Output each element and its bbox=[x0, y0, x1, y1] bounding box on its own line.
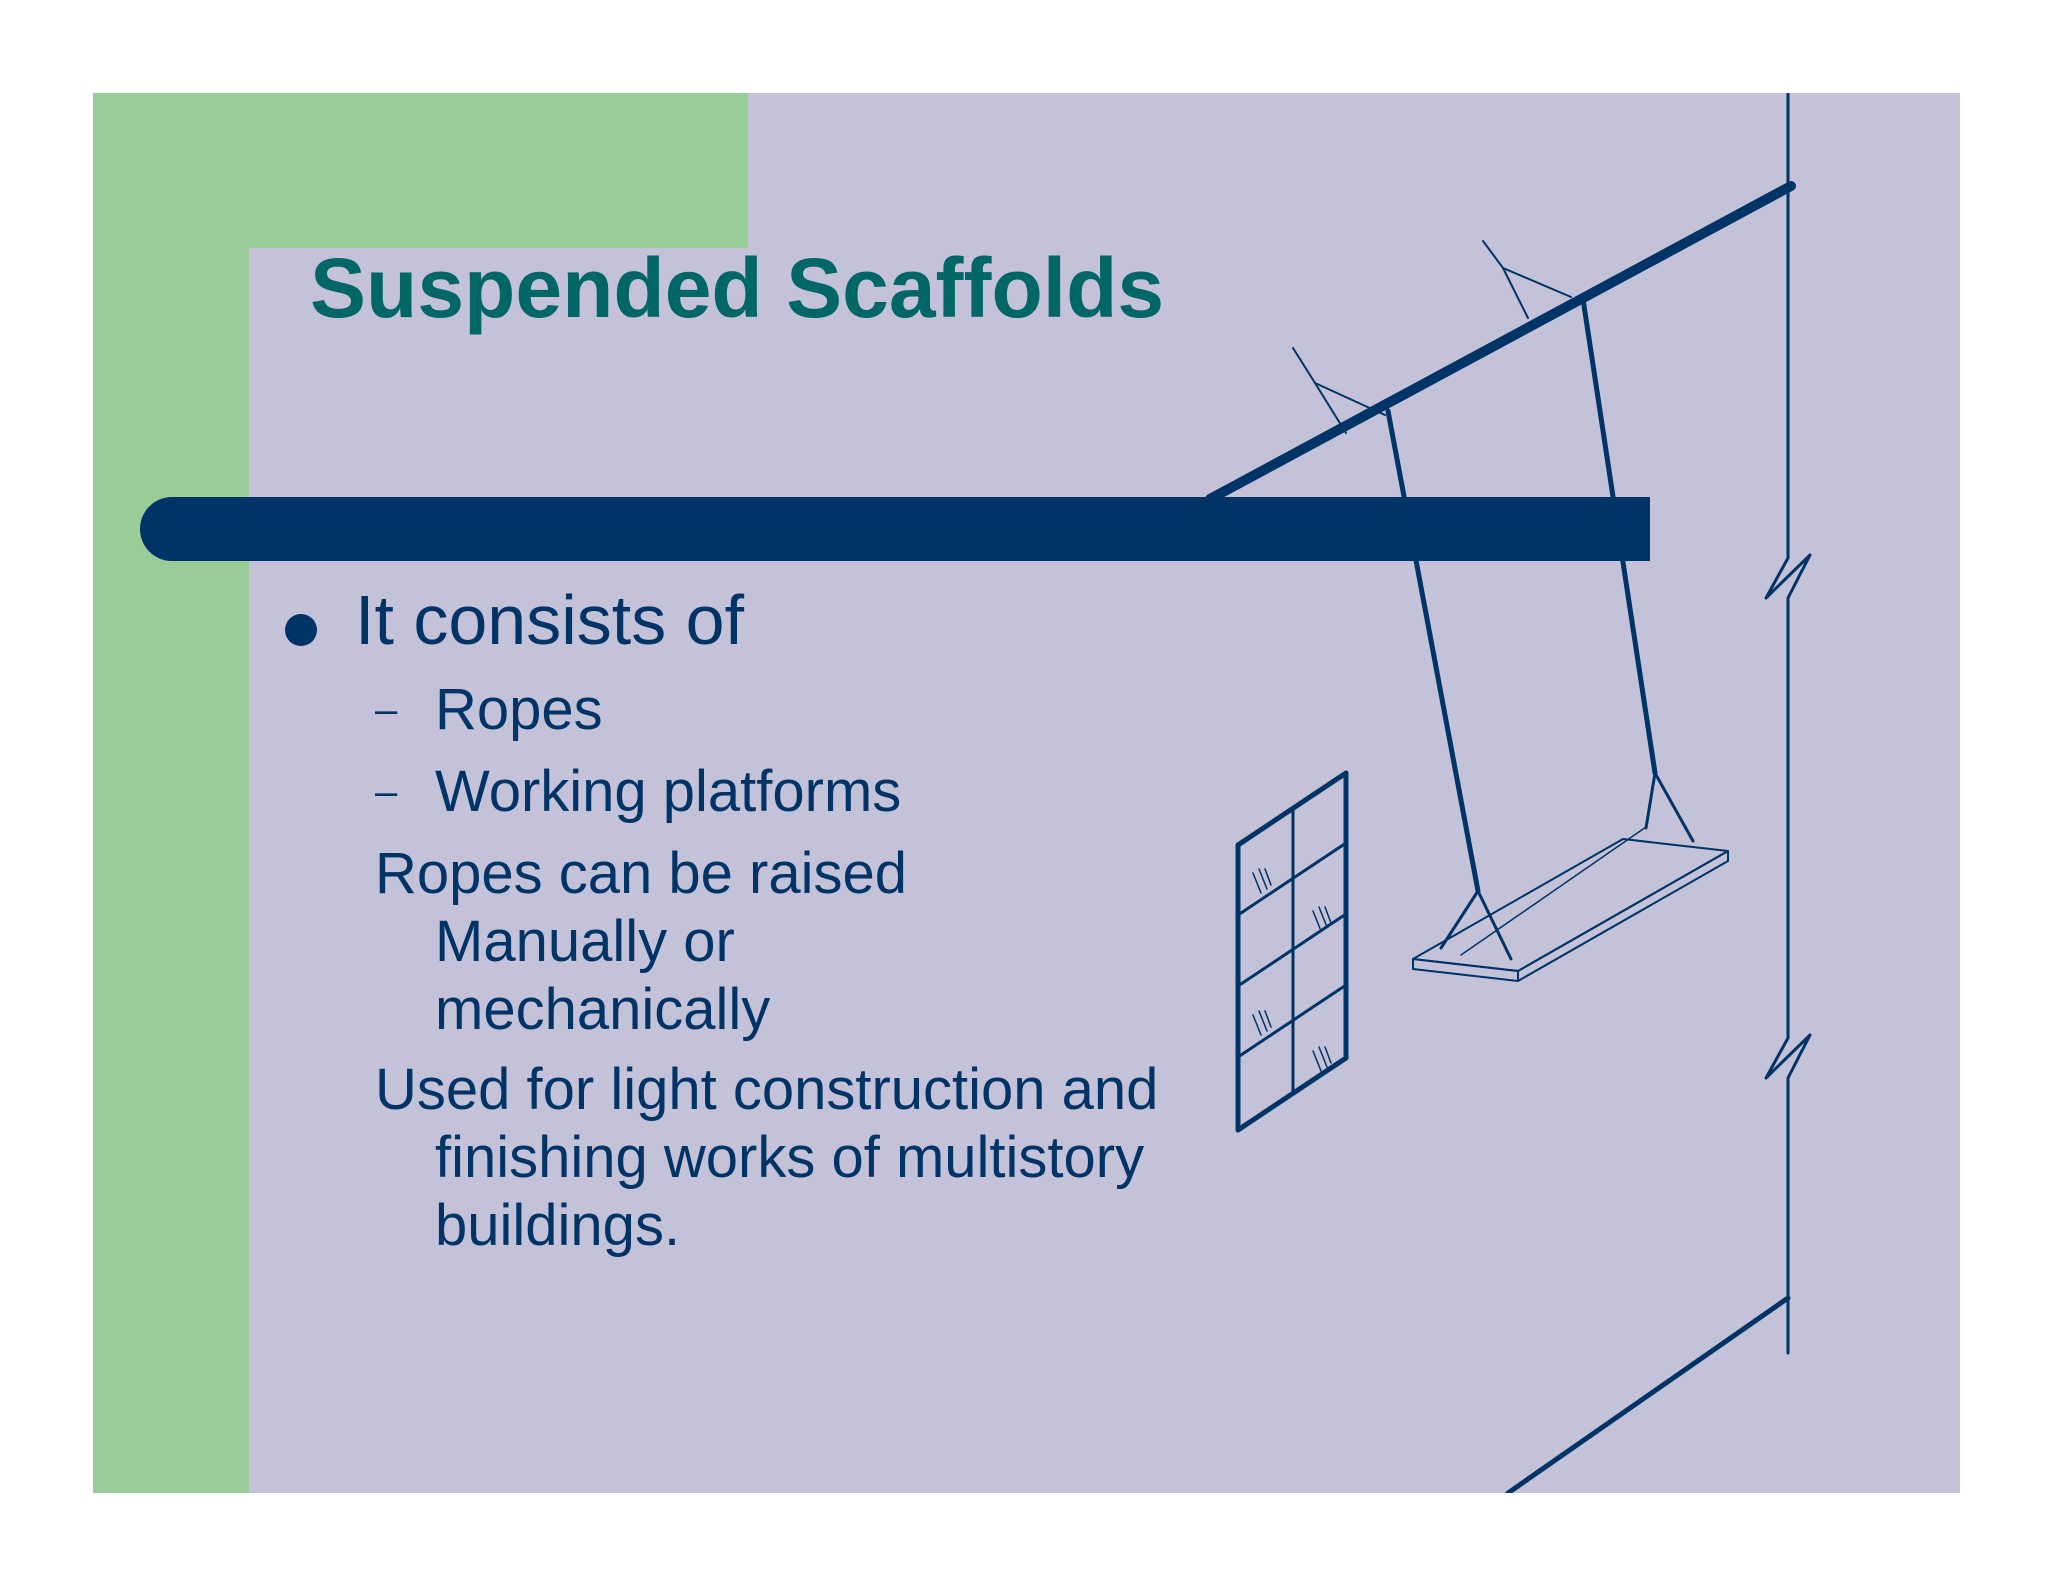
sub-item-label: Working platforms bbox=[435, 759, 902, 824]
slide bbox=[93, 93, 1960, 1493]
title-underline-bar bbox=[140, 497, 1650, 561]
paragraph-ropes-raised: Ropes can be raised Manually or mechanic… bbox=[375, 841, 907, 1042]
dash-icon: – bbox=[375, 688, 398, 732]
dash-icon: – bbox=[375, 770, 398, 814]
slide-title: Suspended Scaffolds bbox=[310, 241, 1165, 335]
bullet-text: It consists of bbox=[355, 581, 745, 659]
sub-item-label: Ropes bbox=[435, 677, 603, 742]
content-corner bbox=[249, 248, 369, 368]
bullet-dot-icon bbox=[285, 614, 317, 646]
green-side-strip bbox=[93, 93, 249, 1493]
paragraph-usage: Used for light construction and finishin… bbox=[375, 1057, 1159, 1258]
